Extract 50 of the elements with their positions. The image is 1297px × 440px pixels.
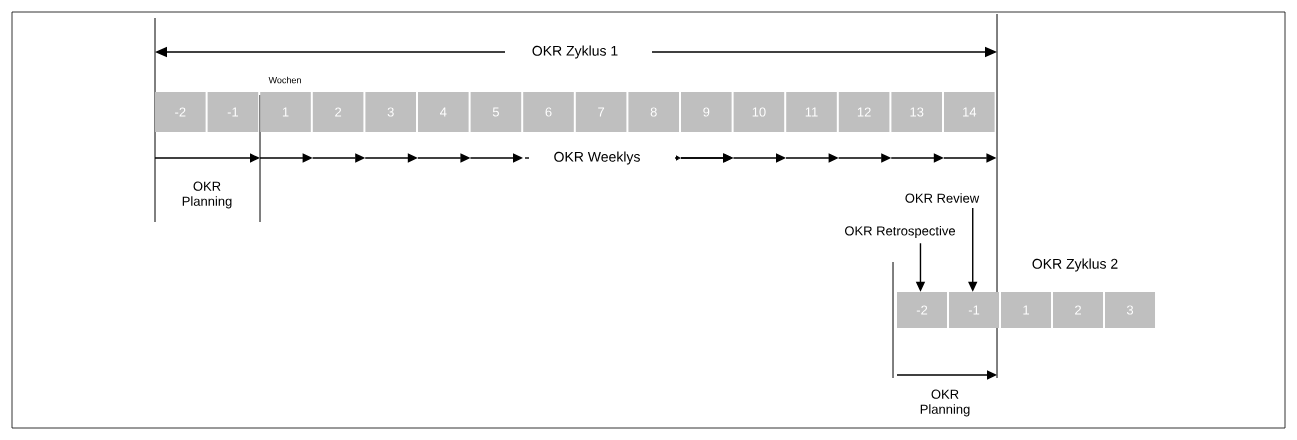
node-label: 2 (1075, 305, 1081, 315)
node-label: -1 (227, 107, 239, 117)
node-label: 12 (857, 107, 871, 117)
week-cell: 6 (523, 92, 574, 132)
node-label: 14 (963, 107, 977, 117)
week-cell: 2 (1053, 292, 1103, 328)
week-cell: 2 (312, 92, 364, 132)
axis-label: Wochen (268, 76, 301, 84)
week-cell: 7 (575, 92, 627, 132)
week-cell: 1 (1001, 292, 1051, 328)
week-cell: 12 (838, 92, 890, 132)
phase-label: OKR Weeklys (554, 151, 640, 165)
week-cell: 8 (628, 92, 679, 132)
node-label: 7 (598, 107, 605, 117)
week-cell: -1 (207, 92, 259, 132)
node-label: 3 (387, 107, 394, 117)
week-cell: 14 (944, 92, 995, 132)
week-cell: -1 (949, 292, 999, 328)
week-cell: 13 (891, 92, 942, 132)
phase-label: OKR Planning (182, 181, 232, 209)
milestone-label: OKR Review (905, 193, 980, 203)
node-label: -1 (968, 305, 980, 315)
node-label: 4 (439, 107, 447, 117)
milestone-label: OKR Retrospective (845, 225, 956, 239)
week-cell: 3 (365, 92, 416, 132)
node-label: 3 (1126, 305, 1134, 315)
node-label: 11 (805, 107, 818, 117)
week-cell: 9 (681, 92, 732, 132)
week-cell: 4 (418, 92, 469, 132)
cycle-label: OKR Zyklus 1 (532, 45, 618, 59)
week-cell: -2 (897, 292, 947, 328)
week-cell: -2 (155, 92, 206, 132)
node-label: 6 (545, 107, 552, 117)
week-cell: 10 (733, 92, 785, 132)
week-cell: 5 (470, 92, 522, 132)
phase-label: OKR Planning (920, 389, 970, 417)
node-label: 2 (335, 107, 342, 117)
week-cell: 11 (786, 92, 837, 132)
node-label: -2 (175, 107, 186, 117)
node-label: 5 (492, 107, 499, 117)
week-cell: 3 (1105, 292, 1155, 328)
node-label: 9 (703, 107, 710, 117)
node-label: 8 (650, 107, 657, 117)
week-cell: 1 (260, 92, 311, 132)
node-label: 10 (752, 107, 766, 117)
node-label: 1 (1023, 305, 1029, 315)
cycle-label: OKR Zyklus 2 (1032, 258, 1118, 272)
node-label: -2 (916, 305, 928, 315)
node-label: 13 (910, 107, 924, 117)
node-label: 1 (282, 107, 289, 117)
